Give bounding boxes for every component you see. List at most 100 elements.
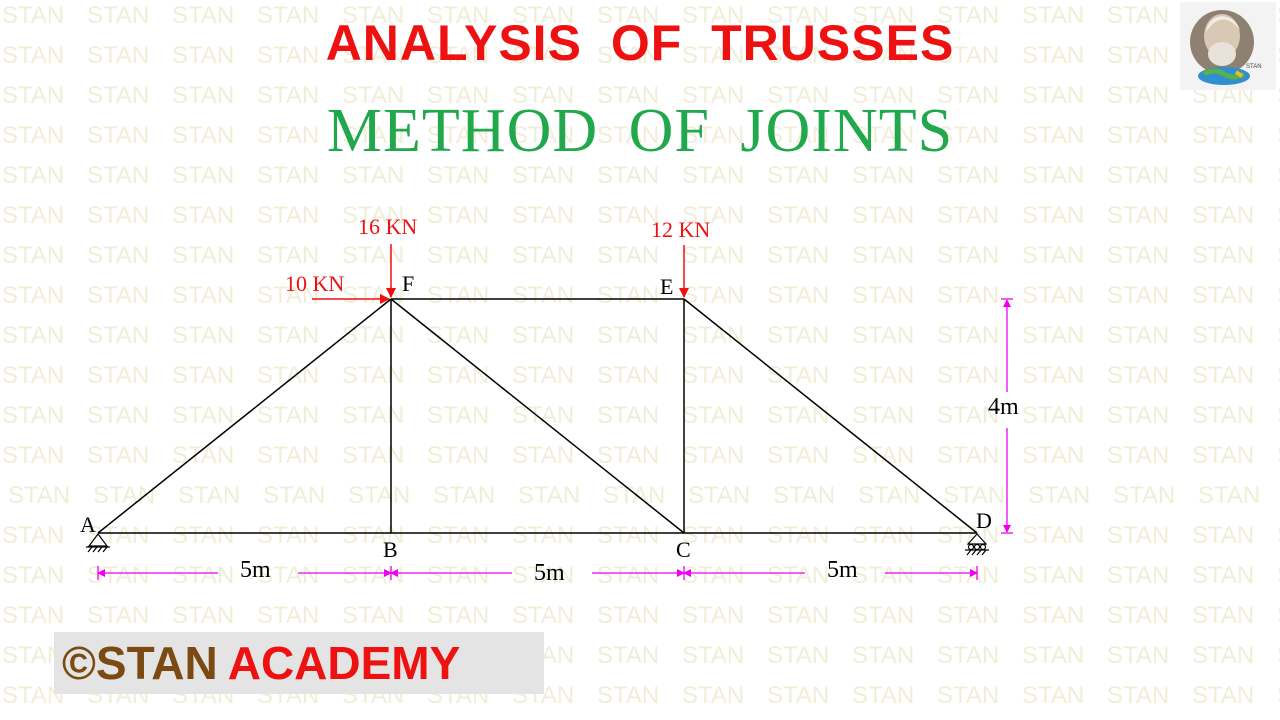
- watermark-word: STAN: [342, 362, 405, 389]
- watermark-word: STAN: [597, 162, 660, 189]
- watermark-word: STAN: [1028, 482, 1091, 509]
- load-arrows: [312, 244, 689, 304]
- joint-label-a: A: [80, 512, 96, 537]
- channel-logo: STAN: [1180, 2, 1276, 90]
- watermark-word: STAN: [1107, 362, 1170, 389]
- watermark-word: STAN: [1107, 2, 1170, 29]
- watermark-word: STAN: [1192, 322, 1255, 349]
- watermark-word: STAN: [1107, 642, 1170, 669]
- watermark-word: STAN: [1277, 282, 1280, 310]
- watermark-word: STAN: [767, 122, 830, 149]
- member-af: [97, 298, 392, 534]
- watermark-word: STAN: [427, 442, 490, 469]
- watermark-word: STAN: [597, 2, 660, 29]
- watermark-word: STAN: [1277, 122, 1280, 150]
- watermark-word: STAN: [2, 242, 65, 269]
- watermark-word: STAN: [427, 122, 490, 149]
- watermark-word: STAN: [682, 362, 745, 389]
- watermark-word: STAN: [852, 2, 915, 29]
- watermark-word: STAN: [852, 602, 915, 629]
- watermark-word: STAN: [597, 682, 660, 709]
- watermark-word: STAN: [937, 442, 1000, 469]
- watermark-word: STAN: [427, 402, 490, 429]
- watermark-word: STAN: [257, 2, 320, 29]
- watermark-word: STAN: [348, 482, 411, 509]
- watermark-word: STAN: [2, 42, 65, 69]
- watermark-word: STAN: [172, 442, 235, 469]
- watermark-word: STAN: [1107, 162, 1170, 189]
- watermark-word: STAN: [257, 522, 320, 549]
- watermark-word: STAN: [512, 162, 575, 189]
- watermark-word: STAN: [767, 522, 830, 549]
- watermark-word: STAN: [1022, 402, 1085, 429]
- watermark-word: STAN: [427, 282, 490, 309]
- watermark-word: STAN: [937, 42, 1000, 69]
- span-label-ab: 5m: [240, 557, 271, 583]
- watermark-word: STAN: [1277, 682, 1280, 710]
- watermark-word: STAN: [2, 82, 65, 109]
- watermark-word: STAN: [512, 562, 575, 589]
- watermark-word: STAN: [1192, 162, 1255, 189]
- watermark-word: STAN: [767, 82, 830, 109]
- watermark-word: STAN: [257, 242, 320, 269]
- watermark-word: STAN: [263, 482, 326, 509]
- watermark-word: STAN: [1022, 362, 1085, 389]
- watermark-word: STAN: [342, 522, 405, 549]
- watermark-word: STAN: [767, 442, 830, 469]
- watermark-word: STAN: [512, 2, 575, 29]
- load-label-16kn: 16 KN: [358, 214, 417, 239]
- watermark-word: STAN: [427, 2, 490, 29]
- watermark-word: STAN: [1277, 642, 1280, 670]
- page-title: ANALYSIS OF TRUSSES: [325, 15, 955, 71]
- watermark-word: STAN: [682, 2, 745, 29]
- watermark-word: STAN: [172, 282, 235, 309]
- watermark-word: STAN: [1192, 562, 1255, 589]
- watermark-word: STAN: [852, 282, 915, 309]
- watermark-word: STAN: [858, 482, 921, 509]
- watermark-word: STAN: [87, 362, 150, 389]
- truss-members: [97, 298, 978, 534]
- member-ed: [683, 298, 978, 534]
- watermark-word: STAN: [1277, 2, 1280, 30]
- height-label: 4m: [988, 394, 1019, 420]
- watermark-word: STAN: [87, 242, 150, 269]
- watermark-word: STAN: [852, 682, 915, 709]
- watermark-word: STAN: [87, 122, 150, 149]
- watermark-word: STAN: [767, 162, 830, 189]
- watermark-word: STAN: [597, 322, 660, 349]
- watermark-word: STAN: [1277, 42, 1280, 70]
- watermark-word: STAN: [2, 122, 65, 149]
- watermark-word: STAN: [172, 602, 235, 629]
- watermark-word: STAN: [1107, 122, 1170, 149]
- watermark-word: STAN: [427, 162, 490, 189]
- watermark-word: STAN: [257, 442, 320, 469]
- logo-text: STAN: [1246, 64, 1262, 70]
- watermark-word: STAN: [172, 202, 235, 229]
- watermark-word: STAN: [767, 642, 830, 669]
- watermark-word: STAN: [342, 42, 405, 69]
- watermark-word: STAN: [597, 202, 660, 229]
- watermark-word: STAN: [937, 362, 1000, 389]
- watermark-word: STAN: [2, 442, 65, 469]
- watermark-word: STAN: [257, 562, 320, 589]
- watermark-word: STAN: [1277, 242, 1280, 270]
- watermark-word: STAN: [427, 202, 490, 229]
- watermark-word: STAN: [2, 402, 65, 429]
- watermark-word: STAN: [257, 322, 320, 349]
- load-label-12kn: 12 KN: [651, 217, 710, 242]
- watermark-word: STAN: [1107, 442, 1170, 469]
- watermark-word: STAN: [2, 322, 65, 349]
- watermark-word: STAN: [2, 602, 65, 629]
- watermark-word: STAN: [512, 242, 575, 269]
- watermark-word: STAN: [427, 82, 490, 109]
- watermark-word: STAN: [682, 522, 745, 549]
- watermark-word: STAN: [937, 162, 1000, 189]
- watermark-word: STAN: [1192, 602, 1255, 629]
- watermark-word: STAN: [852, 562, 915, 589]
